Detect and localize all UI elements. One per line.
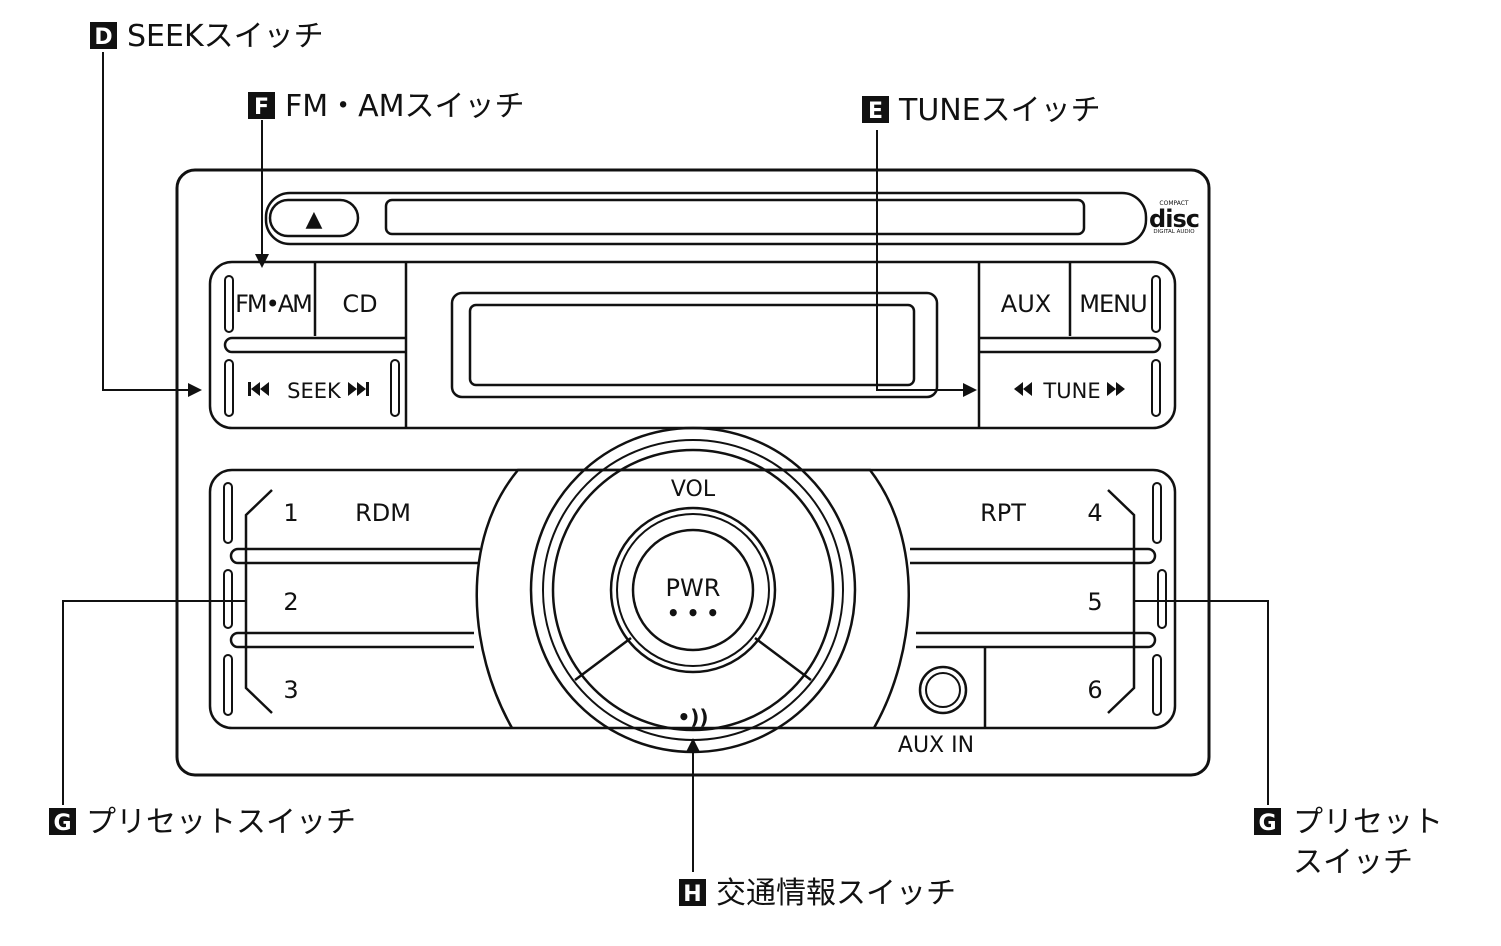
- menu-button[interactable]: MENU: [1071, 264, 1151, 336]
- svg-text:4: 4: [1087, 499, 1102, 527]
- compact-disc-logo: COMPACT disc DIGITAL AUDIO: [1149, 200, 1200, 235]
- svg-text:プリセットスイッチ: プリセットスイッチ: [86, 805, 356, 840]
- fm-am-button[interactable]: FM•AM: [234, 264, 314, 336]
- preset-button-4[interactable]: 4: [1087, 499, 1102, 527]
- svg-text:プリセット: プリセット: [1293, 805, 1443, 840]
- traffic-info-icon: •)): [677, 705, 708, 729]
- svg-text:スイッチ: スイッチ: [1293, 845, 1413, 880]
- eject-button[interactable]: ▲: [268, 198, 360, 238]
- tune-button[interactable]: TUNE: [985, 355, 1150, 425]
- cd-slot[interactable]: [384, 198, 1086, 236]
- aux-button[interactable]: AUX: [981, 264, 1069, 336]
- svg-text:CD: CD: [342, 290, 377, 318]
- svg-text:AUX: AUX: [1001, 290, 1051, 318]
- svg-text:G: G: [53, 811, 71, 836]
- traffic-info-button[interactable]: •)): [677, 705, 708, 729]
- callout-h: H 交通情報スイッチ: [679, 876, 956, 911]
- knob-surround: [475, 468, 910, 729]
- svg-text:2: 2: [283, 588, 298, 616]
- svg-text:FM・AMスイッチ: FM・AMスイッチ: [285, 89, 525, 124]
- preset-button-3[interactable]: 3: [283, 676, 298, 704]
- rewind-icon: [1014, 382, 1032, 396]
- svg-text:F: F: [254, 95, 269, 120]
- callout-line-d: [102, 52, 202, 397]
- cd-button[interactable]: CD: [316, 264, 405, 336]
- rdm-label: RDM: [355, 499, 411, 527]
- callout-f: F FM・AMスイッチ: [248, 89, 525, 124]
- callout-line-e: [876, 130, 977, 397]
- cd-slot-surround: [264, 191, 1148, 246]
- svg-text:6: 6: [1087, 676, 1102, 704]
- svg-text:E: E: [868, 99, 883, 124]
- svg-text:D: D: [94, 25, 112, 50]
- display-screen: [468, 303, 916, 387]
- preset-button-5[interactable]: 5: [1087, 588, 1102, 616]
- aux-jack-icon[interactable]: [918, 665, 968, 715]
- pwr-label: PWR: [666, 574, 721, 602]
- svg-text:SEEKスイッチ: SEEKスイッチ: [127, 19, 324, 54]
- svg-text:5: 5: [1087, 588, 1102, 616]
- svg-text:MENU: MENU: [1079, 290, 1146, 318]
- svg-text:DIGITAL AUDIO: DIGITAL AUDIO: [1153, 229, 1195, 235]
- fast-forward-icon: [1107, 382, 1125, 396]
- pwr-dots: • • •: [667, 601, 719, 625]
- svg-text:G: G: [1258, 811, 1276, 836]
- skip-forward-icon: [348, 382, 369, 396]
- eject-icon: ▲: [306, 207, 323, 232]
- svg-text:SEEK: SEEK: [287, 379, 342, 403]
- preset-button-1[interactable]: 1: [283, 499, 298, 527]
- volume-knob[interactable]: [551, 448, 835, 732]
- preset-button-6[interactable]: 6: [1087, 676, 1102, 704]
- svg-text:3: 3: [283, 676, 298, 704]
- callout-d: D SEEKスイッチ: [90, 19, 324, 54]
- power-button[interactable]: [631, 528, 755, 652]
- svg-text:FM•AM: FM•AM: [235, 290, 311, 318]
- seek-button[interactable]: SEEK: [236, 355, 388, 425]
- callout-g-left: G プリセットスイッチ: [49, 805, 356, 840]
- svg-text:TUNE: TUNE: [1042, 379, 1100, 403]
- aux-in-label: AUX IN: [898, 733, 974, 758]
- callout-g-right: G プリセット スイッチ: [1254, 805, 1443, 880]
- svg-text:H: H: [683, 882, 701, 907]
- svg-text:TUNEスイッチ: TUNEスイッチ: [898, 93, 1101, 128]
- svg-text:1: 1: [283, 499, 298, 527]
- callout-line-g-left: [62, 600, 247, 805]
- svg-text:disc: disc: [1149, 205, 1199, 233]
- svg-text:COMPACT: COMPACT: [1159, 200, 1189, 207]
- preset-button-2[interactable]: 2: [283, 588, 298, 616]
- display-bezel: [450, 291, 939, 399]
- svg-text:交通情報スイッチ: 交通情報スイッチ: [716, 876, 956, 911]
- vol-label: VOL: [671, 477, 716, 502]
- callout-line-g-right: [1134, 600, 1269, 805]
- callout-e: E TUNEスイッチ: [862, 93, 1101, 128]
- skip-back-icon: [248, 382, 269, 396]
- rpt-label: RPT: [980, 499, 1026, 527]
